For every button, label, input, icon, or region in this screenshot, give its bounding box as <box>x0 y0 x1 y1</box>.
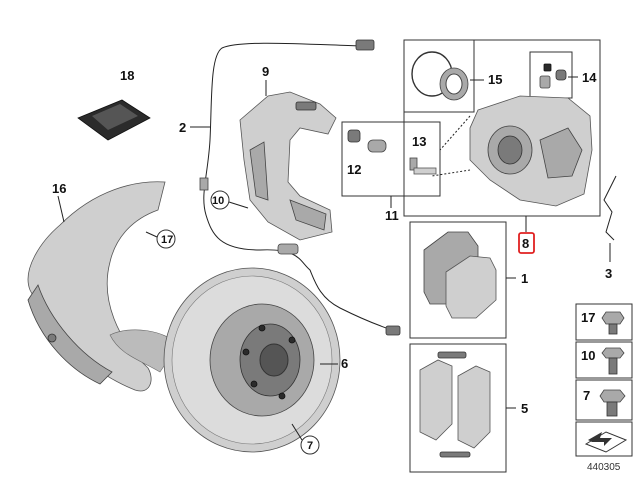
part-3-anti-rattle-spring[interactable] <box>603 175 617 241</box>
hex-bolt-icon[interactable] <box>601 347 625 375</box>
callout-12: 12 <box>347 162 361 177</box>
part-8-brake-caliper[interactable] <box>469 95 593 207</box>
part-2-wear-sensor-cable[interactable] <box>199 39 401 336</box>
callout-18: 18 <box>120 68 134 83</box>
callout-15: 15 <box>488 72 502 87</box>
callout-8-highlight[interactable] <box>518 232 535 254</box>
callout-17-circle: 17 <box>161 234 173 246</box>
callout-11: 11 <box>385 208 399 223</box>
part-9-caliper-carrier[interactable] <box>239 91 337 241</box>
callout-7-circle: 7 <box>307 440 313 452</box>
diagram-reference-number: 440305 <box>587 462 621 473</box>
callout-2: 2 <box>179 120 186 135</box>
callout-16: 16 <box>52 181 66 196</box>
part-18-pack[interactable] <box>77 99 151 141</box>
part-5-pad-hardware[interactable] <box>419 351 491 458</box>
callout-1: 1 <box>521 271 528 286</box>
arrow-icon[interactable] <box>584 431 628 453</box>
side-label-7: 7 <box>583 388 590 403</box>
part-6-brake-disc[interactable] <box>163 267 341 453</box>
part-14-bleed-valve[interactable] <box>539 63 567 89</box>
side-parts-column <box>575 303 633 457</box>
side-label-17: 17 <box>581 310 595 325</box>
part-16-brake-shield[interactable] <box>27 181 179 392</box>
callout-8: 8 <box>522 236 529 251</box>
hex-screw-icon[interactable] <box>601 311 625 335</box>
callout-10-circle: 10 <box>212 195 224 207</box>
part-12-sleeve[interactable] <box>347 129 387 153</box>
callout-6: 6 <box>341 356 348 371</box>
callout-14: 14 <box>582 70 597 85</box>
side-label-10: 10 <box>581 348 595 363</box>
part-15-seal-ring[interactable] <box>411 51 469 101</box>
hex-bolt-icon[interactable] <box>599 389 626 417</box>
part-1-brake-pads[interactable] <box>423 231 497 319</box>
callout-3: 3 <box>605 266 612 281</box>
callout-5: 5 <box>521 401 528 416</box>
callout-13: 13 <box>412 134 426 149</box>
brake-pads-box <box>409 221 507 339</box>
callout-9: 9 <box>262 64 269 79</box>
part-13-guide-pin[interactable] <box>409 157 437 175</box>
